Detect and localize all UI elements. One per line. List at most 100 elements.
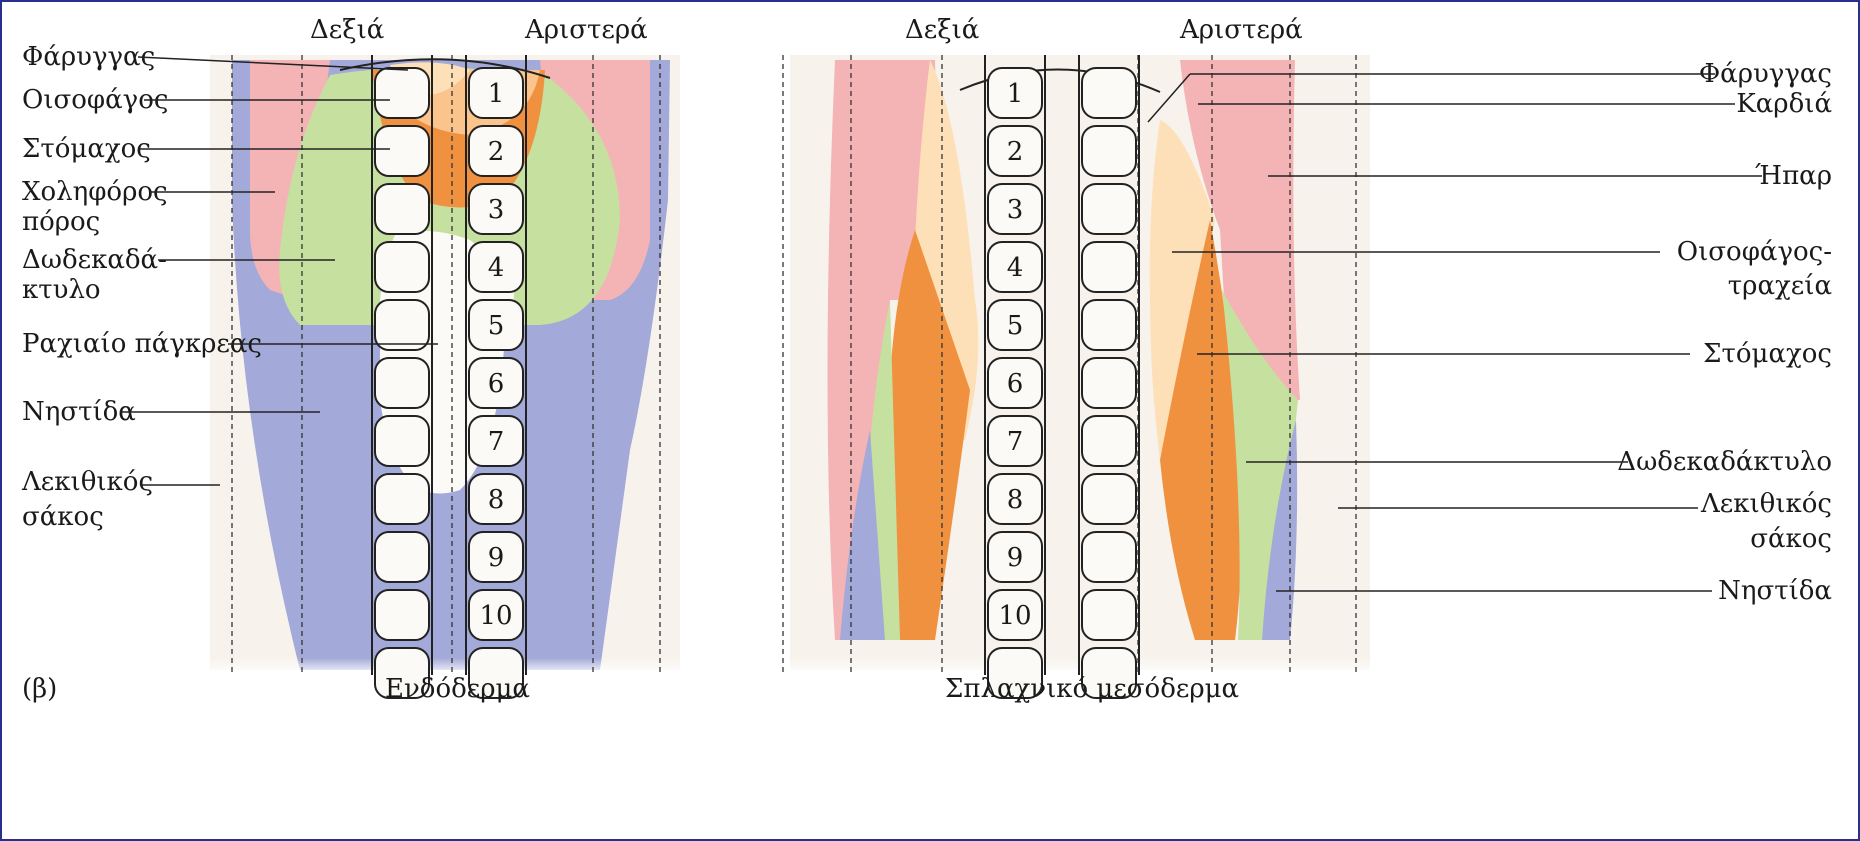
svg-text:Ραχιαίο πάγκρεας: Ραχιαίο πάγκρεας — [22, 329, 262, 359]
left-label-duodenum: Δωδεκαδά- κτυλο — [22, 245, 335, 305]
svg-text:Νηστίδα: Νηστίδα — [22, 397, 136, 427]
somite — [1081, 183, 1137, 235]
right-label-esophagus-trachea: Οισοφάγος- τραχεία — [1172, 237, 1832, 301]
side-label-left: Αριστερά — [1179, 15, 1303, 45]
svg-text:Δωδεκαδάκτυλο: Δωδεκαδάκτυλο — [1617, 447, 1832, 477]
somite — [374, 357, 430, 409]
somite-number: 5 — [488, 311, 505, 341]
left-label-esophagus: Οισοφάγος — [22, 85, 390, 115]
left-stomach — [1160, 220, 1242, 640]
somite-number: 10 — [998, 601, 1031, 631]
somite — [374, 183, 430, 235]
somite — [1081, 473, 1137, 525]
somite — [1081, 531, 1137, 583]
somite — [468, 67, 524, 119]
svg-text:πόρος: πόρος — [22, 207, 100, 237]
somite-number: 2 — [488, 137, 505, 167]
right-label-heart: Καρδιά — [1198, 89, 1832, 119]
svg-text:σάκος: σάκος — [1750, 524, 1832, 554]
svg-text:Λεκιθικός: Λεκιθικός — [21, 467, 153, 497]
svg-text:κτυλο: κτυλο — [22, 275, 101, 305]
svg-text:Φάρυγγας: Φάρυγγας — [22, 42, 155, 72]
somite — [468, 183, 524, 235]
somite-number: 3 — [1007, 195, 1024, 225]
somite-number: 3 — [488, 195, 505, 225]
somite — [468, 357, 524, 409]
left-label-jejunum: Νηστίδα — [22, 397, 320, 427]
right-label-yolk-sac: Λεκιθικός σάκος — [1338, 489, 1832, 554]
somite-number: 4 — [1007, 253, 1024, 283]
right-label-jejunum: Νηστίδα — [1276, 576, 1832, 606]
somite — [374, 589, 430, 641]
svg-text:Καρδιά: Καρδιά — [1736, 89, 1832, 119]
guide-lines — [231, 55, 661, 675]
somite — [468, 415, 524, 467]
somite — [987, 357, 1043, 409]
somite — [1081, 415, 1137, 467]
svg-text:Φάρυγγας: Φάρυγγας — [1699, 59, 1832, 89]
svg-text:Λεκιθικός: Λεκιθικός — [1700, 489, 1832, 519]
left-esophagus-trachea — [1149, 120, 1215, 460]
side-label-right: Δεξιά — [905, 15, 979, 45]
left-label-yolk-sac: Λεκιθικός σάκος — [21, 467, 220, 532]
somite-number: 8 — [488, 485, 505, 515]
somite-number: 5 — [1007, 311, 1024, 341]
somite — [1081, 299, 1137, 351]
somite — [1081, 125, 1137, 177]
somite-number: 4 — [488, 253, 505, 283]
somite — [468, 647, 524, 699]
somite-number: 6 — [1007, 369, 1024, 399]
panel-title-splanchnic-mesoderm: Σπλαχνικό μεσόδερμα — [945, 674, 1239, 704]
somite — [374, 473, 430, 525]
neural-tube-rails — [984, 55, 1140, 675]
somite — [1081, 67, 1137, 119]
somite — [987, 647, 1043, 699]
somite-number: 1 — [488, 79, 505, 109]
left-label-stomach: Στόμαχος — [22, 134, 390, 164]
somite — [1081, 647, 1137, 699]
panel-title-endoderm: Ενδόδερμα — [385, 674, 530, 704]
somite — [987, 589, 1043, 641]
side-label-right: Δεξιά — [310, 15, 384, 45]
somite — [468, 531, 524, 583]
svg-text:Ήπαρ: Ήπαρ — [1755, 161, 1832, 191]
somite-number: 7 — [488, 427, 505, 457]
somite-number: 9 — [1007, 543, 1024, 573]
somite — [987, 299, 1043, 351]
somite — [987, 415, 1043, 467]
somite-column-left — [1081, 67, 1137, 699]
somite — [1081, 589, 1137, 641]
panel-label: (β) — [22, 674, 57, 704]
somite — [468, 473, 524, 525]
somite — [468, 299, 524, 351]
somite — [987, 125, 1043, 177]
somite — [374, 531, 430, 583]
somite-number: 2 — [1007, 137, 1024, 167]
right-label-liver: Ήπαρ — [1268, 161, 1832, 191]
somite — [374, 299, 430, 351]
somite — [374, 67, 430, 119]
left-label-pharynx: Φάρυγγας — [22, 42, 409, 72]
somite — [468, 589, 524, 641]
right-label-duodenum: Δωδεκαδάκτυλο — [1246, 447, 1832, 477]
somite — [468, 125, 524, 177]
right-label-stomach: Στόμαχος — [1197, 339, 1832, 369]
svg-text:Δωδεκαδά-: Δωδεκαδά- — [22, 245, 167, 275]
svg-text:σάκος: σάκος — [22, 502, 104, 532]
somite-number: 10 — [479, 601, 512, 631]
svg-text:τραχεία: τραχεία — [1728, 271, 1832, 301]
somite — [374, 647, 430, 699]
right-label-pharynx: Φάρυγγας — [1147, 59, 1832, 123]
somite — [987, 67, 1043, 119]
svg-text:Στόμαχος: Στόμαχος — [22, 134, 151, 164]
somite — [468, 241, 524, 293]
neural-tube-rails — [371, 55, 527, 675]
somite-number: 7 — [1007, 427, 1024, 457]
somite-number: 9 — [488, 543, 505, 573]
svg-text:Χοληφόρος: Χοληφόρος — [22, 177, 168, 207]
right-stomach — [890, 230, 970, 640]
